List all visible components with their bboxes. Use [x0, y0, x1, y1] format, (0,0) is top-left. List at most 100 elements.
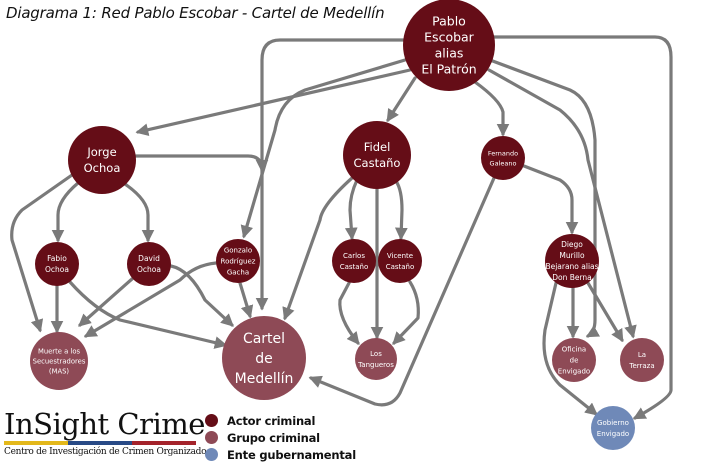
edge-diego-to-gobierno — [542, 281, 598, 416]
edge-carlos-to-tangueros — [338, 281, 360, 345]
node-label-diego: Bejarano alias — [545, 262, 598, 271]
edge-pablo-to-gonzalo — [240, 58, 407, 239]
node-circle-fernando — [481, 136, 525, 180]
logo-bar-red — [132, 441, 196, 445]
node-label-gonzalo: Rodríguez — [221, 257, 256, 265]
node-label-oficina: de — [570, 356, 579, 364]
logo-subtitle: Centro de Investigación de Crimen Organi… — [4, 447, 207, 457]
node-circle-terraza — [620, 338, 664, 382]
node-label-cartel: de — [255, 351, 273, 367]
node-label-mas: Muerte a los — [38, 347, 81, 355]
node-label-oficina: Oficina — [562, 345, 586, 353]
node-label-carlos: Castaño — [340, 263, 369, 271]
legend-dot-icon — [205, 448, 218, 461]
node-circle-oficina — [552, 338, 596, 382]
node-label-diego: Don Berna — [552, 273, 592, 282]
edge-jorge-to-cartel — [134, 154, 269, 173]
logo-color-bar — [4, 441, 196, 445]
node-circle-cartel — [222, 316, 306, 400]
node-label-gonzalo: Gacha — [227, 268, 249, 276]
node-label-mas: Secuestradores — [33, 357, 86, 365]
node-label-jorge: Jorge — [86, 145, 116, 159]
node-label-fidel: Fidel — [364, 140, 391, 154]
node-circle-gobierno — [591, 406, 635, 450]
edge-fernando-to-cartel — [308, 176, 496, 407]
legend-label: Grupo criminal — [227, 430, 320, 445]
logo-wordmark: InSight Crime — [4, 407, 205, 441]
node-label-vicente: Vicente — [387, 252, 413, 260]
legend: Actor criminal Grupo criminal Ente guber… — [205, 412, 356, 463]
node-circle-mas — [30, 332, 88, 390]
node-label-mas: (MAS) — [49, 367, 69, 375]
node-circle-tangueros — [355, 338, 397, 380]
legend-item-grupo: Grupo criminal — [205, 429, 356, 446]
edge-jorge-to-david — [123, 182, 155, 243]
insight-crime-logo: InSight Crime Centro de Investigación de… — [4, 407, 207, 457]
edges-layer — [10, 35, 673, 420]
node-label-gonzalo: Gonzalo — [224, 246, 252, 254]
node-label-pablo: Escobar — [424, 29, 475, 44]
node-label-fabio: Ochoa — [45, 265, 69, 274]
edge-gonzalo-to-cartel — [238, 281, 254, 319]
node-label-david: Ochoa — [137, 265, 161, 274]
logo-bar-blue — [68, 441, 132, 445]
edge-pablo-to-fernando — [473, 80, 510, 137]
node-label-david: David — [138, 254, 160, 263]
legend-label: Ente gubernamental — [227, 447, 356, 462]
edge-jorge-to-fabio — [51, 181, 80, 243]
legend-dot-icon — [205, 414, 218, 427]
node-label-jorge: Ochoa — [84, 161, 121, 175]
node-label-fabio: Fabio — [47, 254, 67, 263]
node-circle-vicente — [378, 239, 422, 283]
legend-item-ente: Ente gubernamental — [205, 446, 356, 463]
node-label-fidel: Castaño — [354, 156, 401, 170]
edge-jorge-to-mas — [10, 173, 74, 333]
node-label-fernando: Galeano — [490, 159, 517, 167]
node-circle-david — [127, 242, 171, 286]
legend-label: Actor criminal — [227, 413, 316, 428]
node-label-pablo: El Patrón — [421, 61, 476, 76]
node-circle-diego — [545, 234, 599, 288]
diagram-title: Diagrama 1: Red Pablo Escobar - Cartel d… — [6, 4, 385, 22]
edge-fidel-to-carlos — [344, 178, 359, 241]
node-circle-fabio — [35, 242, 79, 286]
edge-gonzalo-to-mas — [83, 261, 218, 338]
edge-fidel-to-vicente — [394, 179, 408, 241]
node-label-pablo: Pablo — [432, 13, 466, 28]
node-label-gobierno: Envigado — [597, 430, 629, 438]
edge-pablo-to-terraza — [487, 68, 637, 339]
node-label-terraza: La — [638, 351, 646, 359]
node-circle-jorge — [68, 126, 136, 194]
edge-vicente-to-tangueros — [392, 280, 420, 345]
edge-david-to-cartel — [169, 264, 234, 327]
node-label-cartel: Medellín — [235, 371, 294, 387]
edge-david-to-mas — [78, 277, 134, 327]
node-circle-pablo — [403, 0, 495, 91]
node-circle-gonzalo — [216, 239, 260, 283]
legend-item-actor: Actor criminal — [205, 412, 356, 429]
node-label-gobierno: Gobierno — [597, 419, 629, 427]
edge-pablo-to-gobierno — [492, 35, 673, 420]
logo-bar-yellow — [4, 441, 68, 445]
node-label-terraza: Terraza — [628, 362, 654, 370]
node-label-tangueros: Los — [370, 350, 382, 358]
node-label-vicente: Castaño — [386, 263, 415, 271]
edge-fernando-to-diego — [522, 164, 579, 235]
